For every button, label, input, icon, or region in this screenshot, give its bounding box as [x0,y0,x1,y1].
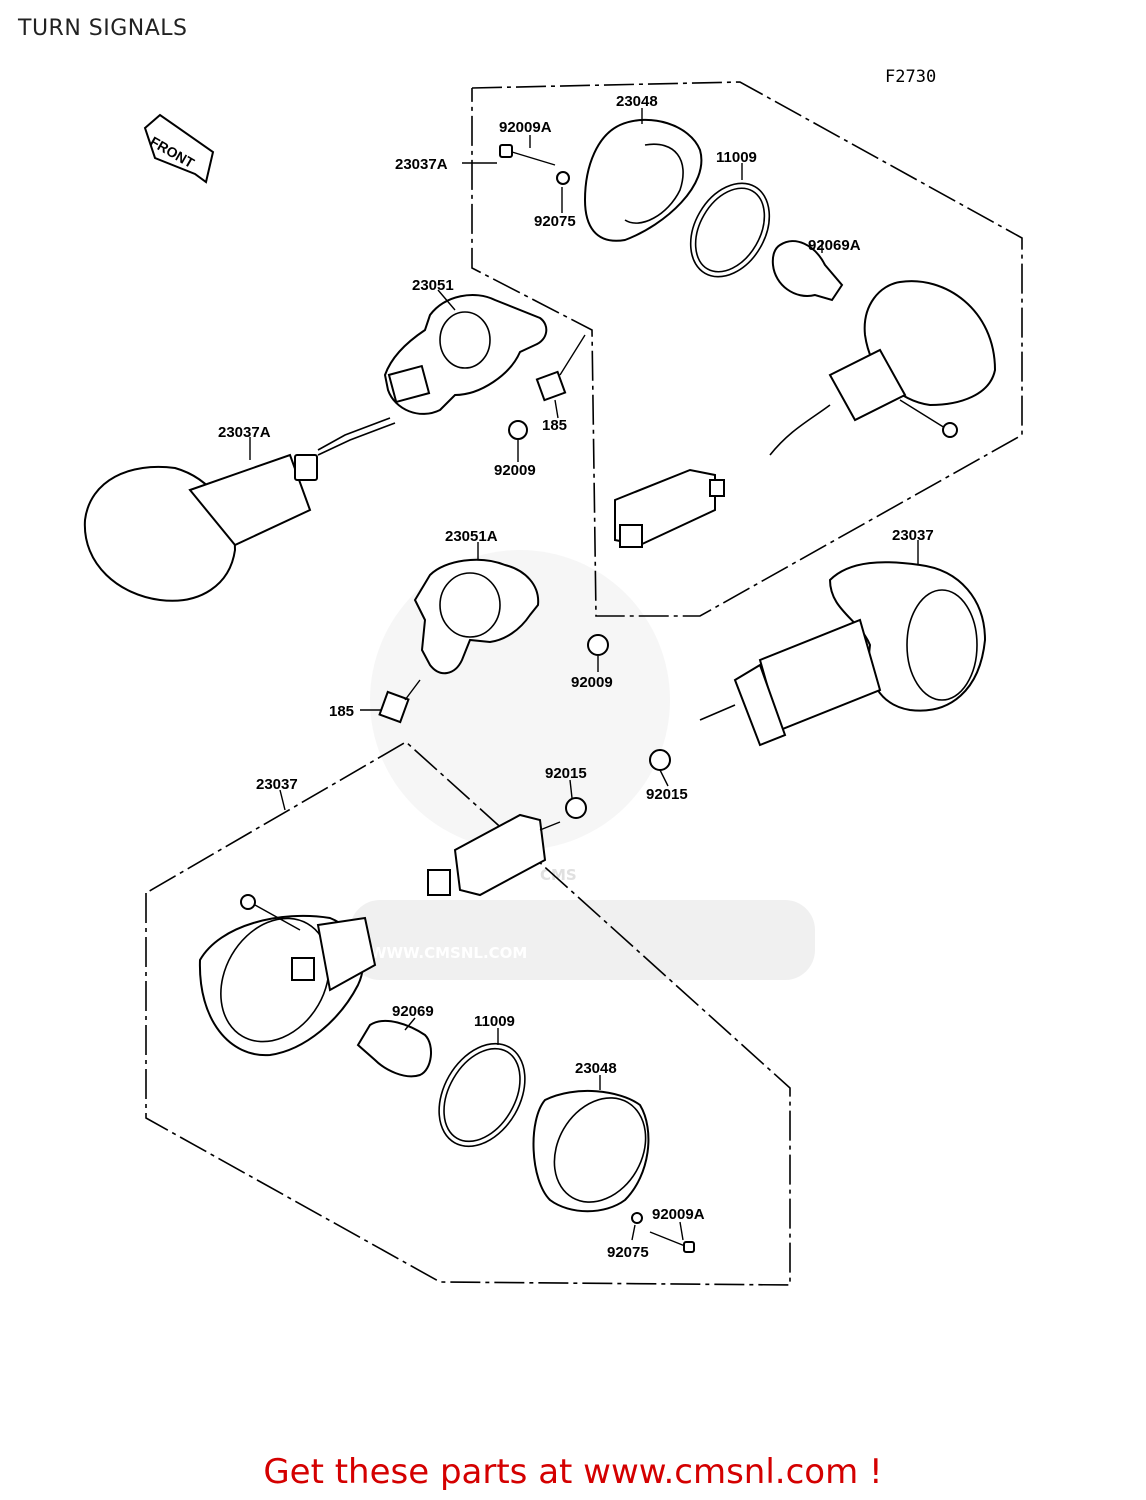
housing-23037A-right [769,280,997,456]
lens-23048-top [583,118,703,242]
label-92069: 92069 [392,1003,434,1020]
relay-bottom [427,813,561,897]
part-labels: 23048 92009A 23037A 92075 11009 92069A 2… [218,93,934,1261]
bolt-185-top [535,334,586,402]
label-23037A-left: 23037A [218,424,271,441]
exploded-parts-diagram: CMS WWW.CMSNL.COM F2730 FRONT [83,67,1023,1286]
screw-92009-left [508,420,528,440]
bulb-92069A [771,240,844,302]
label-92015-lower: 92015 [646,786,688,803]
label-23048-top: 23048 [616,93,658,110]
label-92069A: 92069A [808,237,861,254]
label-23048-bottom: 23048 [575,1060,617,1077]
housing-23037-bottom [198,894,377,1057]
lens-23048-bottom [532,1090,650,1213]
screw-92009A-bottom [649,1231,695,1253]
label-92075-bottom: 92075 [607,1244,649,1261]
label-92009-mid: 92009 [571,674,613,691]
bolt-185-mid [378,679,421,724]
signal-23037A-left [83,417,396,602]
washer-92075-top [556,171,570,185]
label-23051: 23051 [412,277,454,294]
bulb-92069 [356,1019,432,1078]
label-92015-upper: 92015 [545,765,587,782]
label-11009-top: 11009 [716,149,757,166]
label-185-mid: 185 [329,703,354,720]
label-92075-top: 92075 [534,213,576,230]
bracket-23051A [413,558,540,675]
promo-link[interactable]: Get these parts at www.cmsnl.com ! [263,1452,883,1492]
label-23037-left: 23037 [256,776,298,793]
label-23037A-top: 23037A [395,156,448,173]
nut-92015-lower [565,797,587,819]
label-92009-left: 92009 [494,462,536,479]
bracket-23051 [383,294,548,415]
gasket-11009-top [689,182,771,278]
watermark-url: WWW.CMSNL.COM [370,944,527,962]
leader-lines [249,108,919,1241]
label-23037-right: 23037 [892,527,934,544]
group-boundary-lower [145,741,791,1286]
washer-92075-bottom [631,1212,643,1224]
label-92009A-bottom: 92009A [652,1206,705,1223]
label-23051A: 23051A [445,528,498,545]
relay-top [614,468,725,548]
label-11009-bottom: 11009 [474,1013,515,1030]
screw-92009A-top [499,144,556,166]
label-92009A-top: 92009A [499,119,552,136]
nut-92015-upper [649,749,671,771]
front-arrow-icon: FRONT [143,113,215,184]
screw-92009-mid [587,634,609,656]
group-boundary-upper [471,81,1023,617]
label-185-top: 185 [542,417,567,434]
gasket-11009-bottom [438,1042,526,1148]
signal-23037-right [699,561,987,747]
page-title: TURN SIGNALS [18,16,188,41]
figure-code: F2730 [885,67,936,87]
